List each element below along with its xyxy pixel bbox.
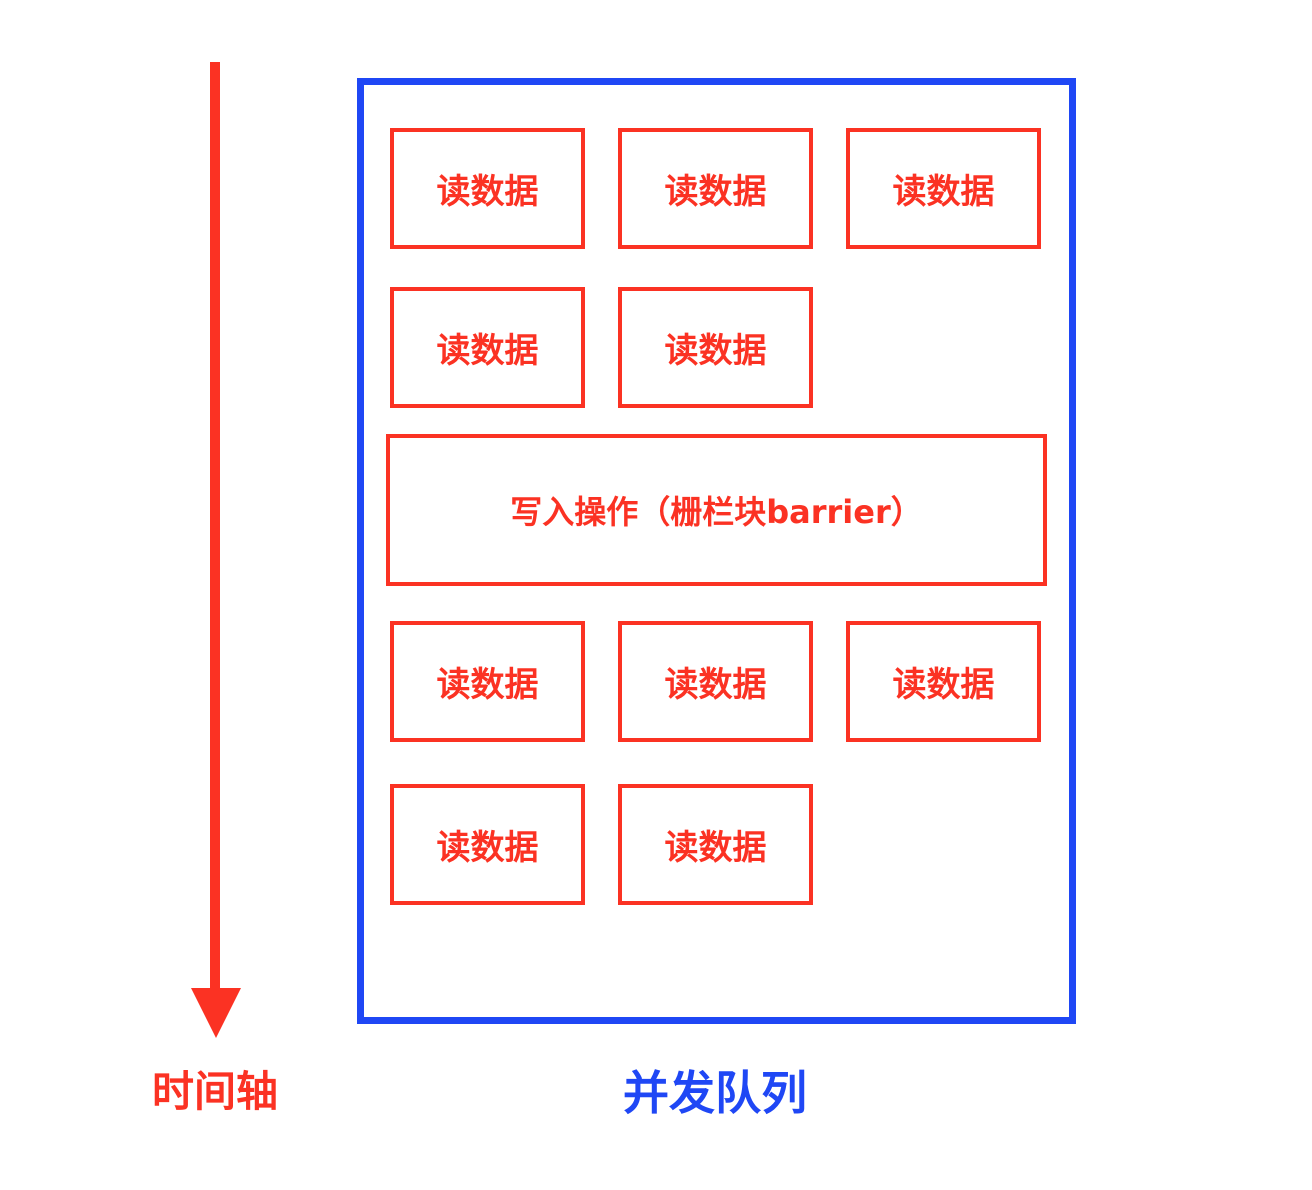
read-task: 读数据 — [618, 128, 813, 249]
read-task-label: 读数据 — [664, 828, 767, 868]
read-task: 读数据 — [390, 621, 585, 742]
read-task: 读数据 — [390, 287, 585, 408]
read-task: 读数据 — [390, 128, 585, 249]
timeline-arrow-head-icon — [191, 988, 241, 1038]
read-task: 读数据 — [618, 287, 813, 408]
read-task-label: 读数据 — [892, 172, 995, 212]
read-task-label: 读数据 — [664, 331, 767, 371]
timeline-arrow-shaft — [210, 62, 220, 992]
timeline-label: 时间轴 — [151, 1067, 278, 1116]
read-task-label: 读数据 — [436, 172, 539, 212]
read-task: 读数据 — [846, 621, 1041, 742]
barrier-write-task: 写入操作（栅栏块barrier） — [386, 434, 1047, 586]
read-task: 读数据 — [618, 784, 813, 905]
read-task-label: 读数据 — [892, 665, 995, 705]
barrier-label: 写入操作（栅栏块barrier） — [510, 493, 923, 531]
read-task-label: 读数据 — [436, 665, 539, 705]
queue-label: 并发队列 — [623, 1066, 807, 1120]
read-task-label: 读数据 — [664, 172, 767, 212]
read-task-label: 读数据 — [664, 665, 767, 705]
concurrent-queue-box — [357, 78, 1076, 1024]
read-task: 读数据 — [390, 784, 585, 905]
read-task-label: 读数据 — [436, 828, 539, 868]
read-task-label: 读数据 — [436, 331, 539, 371]
read-task: 读数据 — [846, 128, 1041, 249]
read-task: 读数据 — [618, 621, 813, 742]
